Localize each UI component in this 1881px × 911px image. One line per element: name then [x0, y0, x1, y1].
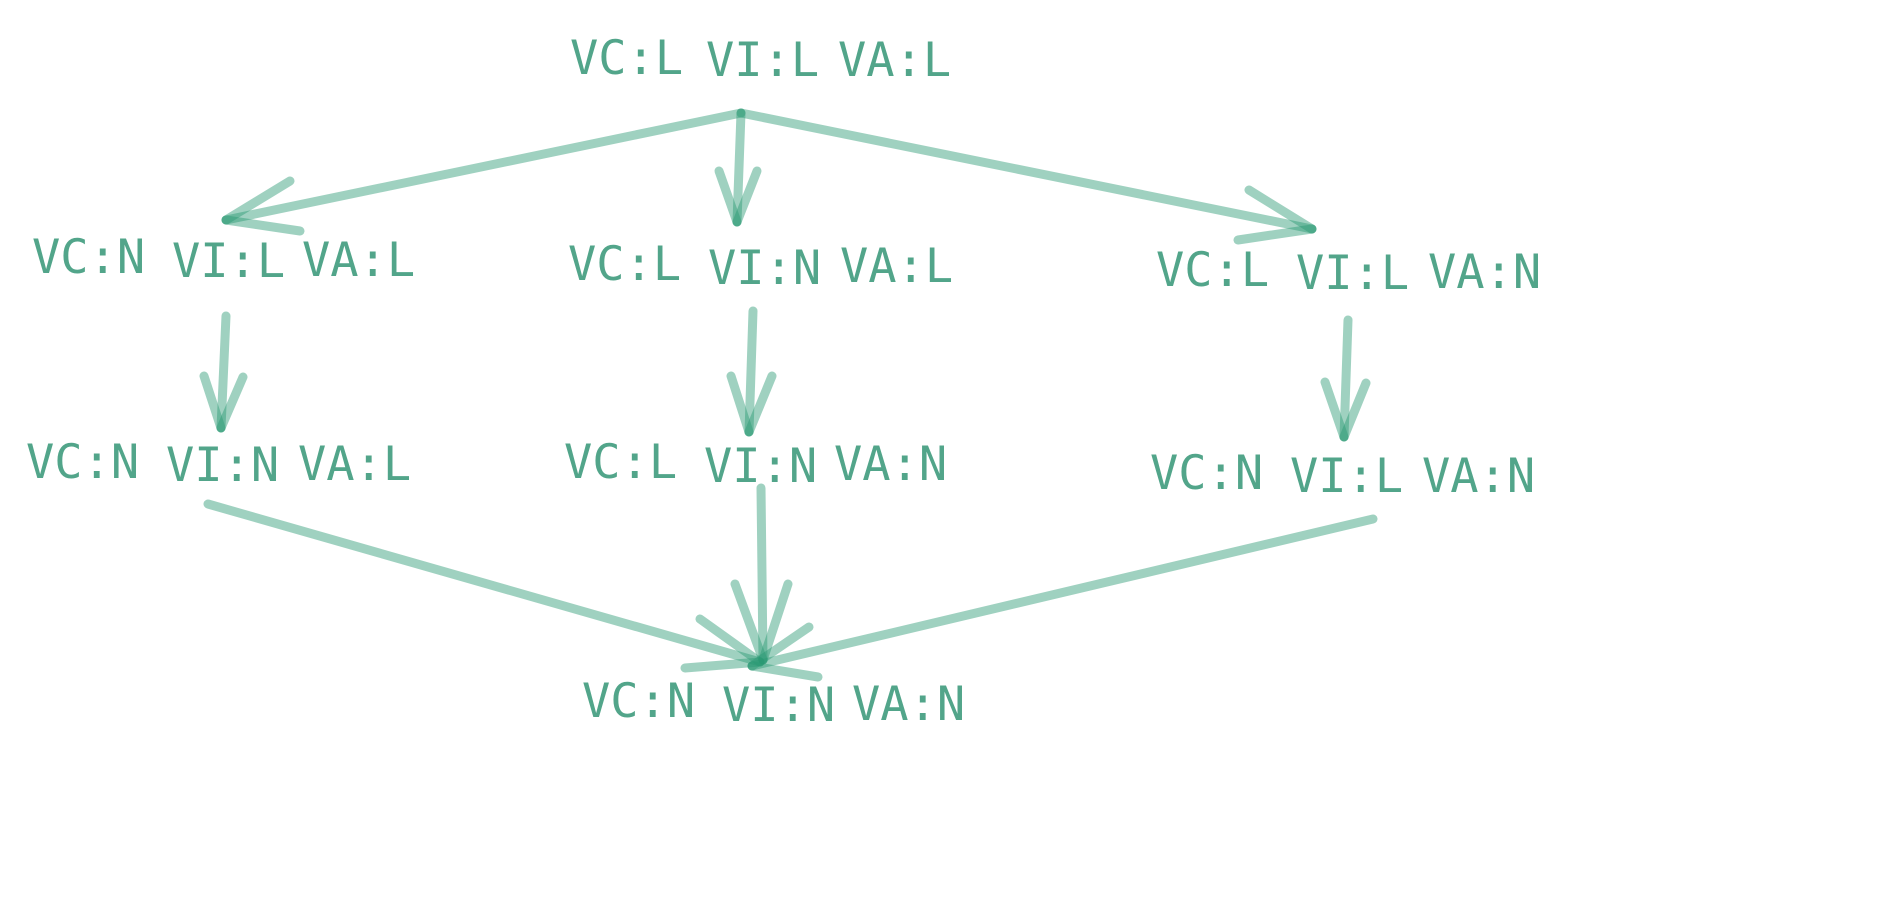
node-E: VC:N VI:N VA:L	[26, 435, 411, 493]
node-label-part: VA:N	[1428, 245, 1541, 300]
edge-line	[216, 311, 231, 433]
node-label-part: VC:N	[1150, 446, 1263, 501]
edge-B-to-E	[199, 311, 248, 433]
node-label-part: VI:N	[708, 241, 821, 296]
node-label-part: VI:L	[1290, 449, 1403, 504]
edge-G-to-H	[747, 514, 1378, 682]
arrowhead-stroke	[747, 622, 814, 671]
node-B: VC:N VI:L VA:L	[32, 230, 415, 289]
edge-A-to-B	[221, 108, 746, 236]
arrowhead-stroke	[1233, 224, 1317, 245]
arrowhead-stroke	[216, 372, 248, 433]
arrowhead-stroke	[1320, 377, 1349, 442]
node-label-part: VI:L	[172, 234, 285, 289]
edge-line	[732, 108, 746, 227]
arrowhead-stroke	[221, 176, 295, 225]
node-label-part: VC:L	[570, 31, 683, 86]
node-label-part: VA:N	[852, 677, 965, 732]
node-label-part: VA:L	[838, 33, 951, 88]
node-F: VC:L VI:N VA:N	[564, 435, 947, 494]
arrowhead-stroke	[1244, 185, 1317, 234]
arrowhead-stroke	[714, 166, 742, 227]
node-label-part: VI:L	[706, 33, 819, 88]
node-label-part: VA:N	[1422, 449, 1535, 504]
edge-E-to-H	[203, 499, 765, 673]
node-label-part: VC:L	[568, 237, 681, 292]
arrowhead-stroke	[747, 661, 823, 682]
node-G: VC:N VI:L VA:N	[1150, 446, 1535, 504]
edge-line	[203, 499, 765, 667]
node-label-part: VC:N	[26, 435, 139, 490]
edge-A-to-C	[714, 108, 762, 227]
arrowhead-stroke	[726, 371, 754, 437]
node-label-part: VA:L	[298, 437, 411, 492]
arrowhead-stroke	[1339, 378, 1371, 442]
arrowhead-stroke	[732, 166, 762, 227]
node-label-part: VA:N	[834, 437, 947, 492]
edge-line	[747, 514, 1378, 671]
arrowhead-stroke	[199, 371, 226, 433]
arrowhead-stroke	[221, 215, 305, 236]
node-label-part: VI:N	[704, 439, 817, 494]
node-D: VC:L VI:L VA:N	[1156, 243, 1541, 301]
edge-A-to-D	[736, 108, 1317, 245]
node-label-part: VI:N	[722, 678, 835, 733]
edge-line	[744, 306, 758, 437]
edge-line	[756, 483, 768, 665]
node-label-part: VA:L	[840, 239, 953, 294]
edge-F-to-H	[730, 483, 793, 665]
arrowhead-stroke	[758, 579, 793, 665]
node-label-part: VC:L	[564, 435, 677, 490]
node-H: VC:N VI:N VA:N	[582, 674, 965, 733]
node-label-part: VA:L	[302, 233, 415, 288]
arrowhead-stroke	[744, 371, 777, 437]
node-label-part: VC:N	[32, 230, 145, 285]
edge-line	[736, 108, 1317, 234]
edge-line	[1339, 315, 1353, 442]
node-label-part: VI:L	[1296, 246, 1409, 301]
arrowhead-stroke	[695, 614, 765, 667]
edge-D-to-G	[1320, 315, 1371, 442]
node-A: VC:L VI:L VA:L	[570, 31, 951, 88]
arrowhead-stroke	[730, 579, 768, 665]
edge-line	[221, 108, 746, 225]
edge-C-to-F	[726, 306, 777, 437]
node-label-part: VC:L	[1156, 243, 1269, 298]
node-label-part: VC:N	[582, 674, 695, 729]
arrowhead-stroke	[680, 657, 765, 673]
node-label-part: VI:N	[166, 438, 279, 493]
node-C: VC:L VI:N VA:L	[568, 237, 953, 296]
